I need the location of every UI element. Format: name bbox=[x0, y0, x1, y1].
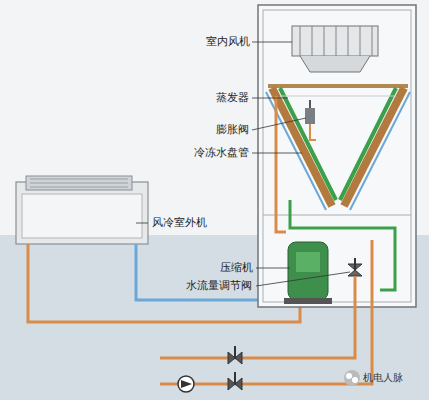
part-label: 室内风机 bbox=[206, 35, 250, 48]
part-label: 风冷室外机 bbox=[152, 216, 207, 229]
compressor bbox=[284, 242, 332, 304]
indoor-fan bbox=[292, 26, 378, 72]
water-pipes bbox=[160, 240, 372, 384]
expansion-valve bbox=[305, 100, 316, 140]
indoor-cabinet bbox=[258, 5, 416, 307]
pipe-valves bbox=[178, 346, 242, 392]
part-label: 冷冻水盘管 bbox=[194, 146, 249, 159]
part-label: 水流量调节阀 bbox=[186, 279, 252, 292]
leader-lines bbox=[136, 42, 350, 286]
water-valve bbox=[348, 258, 362, 276]
watermark-icon bbox=[344, 370, 360, 386]
outdoor-unit bbox=[16, 176, 148, 244]
part-label: 蒸发器 bbox=[216, 91, 249, 104]
part-label: 膨胀阀 bbox=[216, 123, 249, 136]
part-label: 压缩机 bbox=[220, 261, 253, 274]
watermark: 机电人脉 bbox=[363, 371, 403, 384]
evaporator-coil bbox=[266, 86, 410, 210]
